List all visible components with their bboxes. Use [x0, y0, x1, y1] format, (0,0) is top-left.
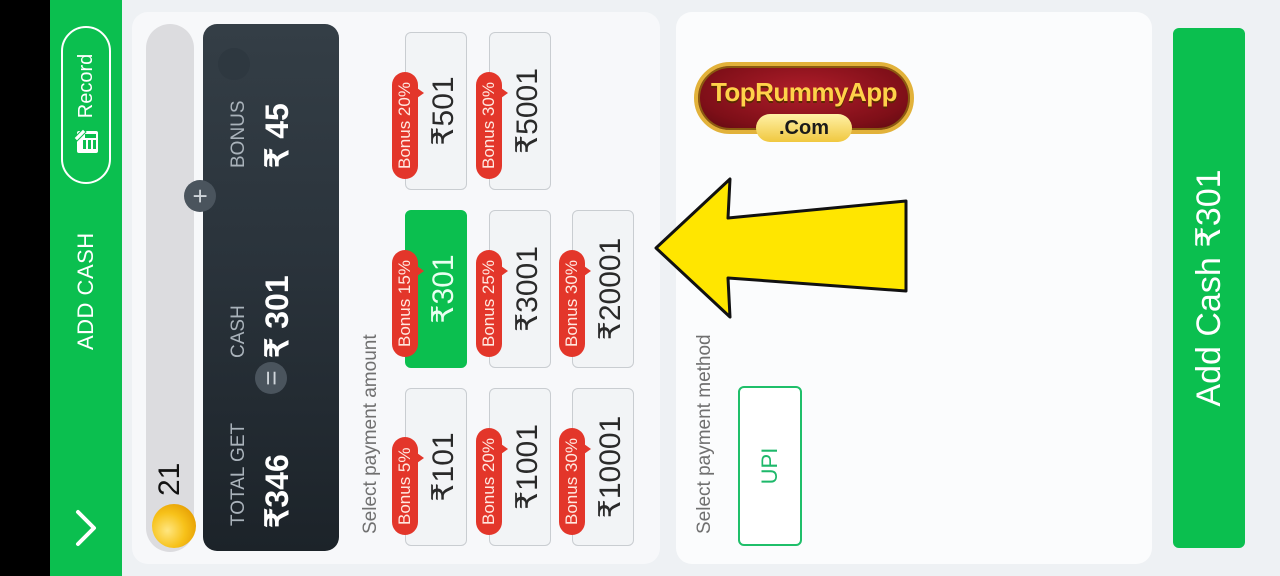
amount-value: ₹5001 [511, 68, 544, 154]
amount-option-501[interactable]: Bonus 20% ₹501 [392, 32, 467, 190]
coin-balance: 21 [153, 462, 186, 496]
bonus-badge: Bonus 5% [392, 437, 418, 535]
bonus-badge: Bonus 20% [476, 428, 502, 535]
select-amount-label: Select payment amount [360, 334, 381, 534]
bonus-badge: Bonus 15% [392, 250, 418, 357]
amount-value: ₹3001 [511, 246, 544, 332]
header-bar: ADD CASH Record [50, 0, 122, 576]
coin-icon [152, 504, 196, 548]
bonus-badge: Bonus 30% [559, 428, 585, 535]
upi-method-button[interactable]: UPI [738, 386, 802, 546]
bonus-badge: Bonus 25% [476, 250, 502, 357]
brand-logo: TopRummyApp .Com [694, 62, 914, 146]
plus-icon: + [184, 180, 216, 212]
amount-option-301[interactable]: Bonus 15% ₹301 [392, 210, 467, 368]
amount-value: ₹101 [427, 432, 460, 502]
logo-text: TopRummyApp [710, 77, 898, 107]
back-button[interactable] [50, 498, 122, 558]
amount-value: ₹301 [427, 254, 460, 324]
chevron-down-icon [76, 510, 96, 546]
bonus-badge: Bonus 30% [559, 250, 585, 357]
bonus-badge: Bonus 20% [392, 72, 418, 179]
amount-value: ₹10001 [594, 415, 627, 519]
record-label: Record [74, 53, 97, 119]
bonus-value: ₹ 45 [259, 103, 295, 168]
amount-value: ₹1001 [511, 424, 544, 510]
amount-option-20001[interactable]: Bonus 30% ₹20001 [559, 210, 634, 368]
info-icon [218, 48, 250, 80]
amount-option-101[interactable]: Bonus 5% ₹101 [392, 388, 467, 546]
amount-value: ₹20001 [594, 237, 627, 341]
amount-value: ₹501 [427, 76, 460, 146]
add-cash-button[interactable]: Add Cash ₹301 [1173, 28, 1245, 548]
amount-option-10001[interactable]: Bonus 30% ₹10001 [559, 388, 634, 546]
total-get-label: TOTAL GET [228, 422, 249, 526]
logo-subtext: .Com [756, 114, 852, 142]
cash-label: CASH [228, 305, 249, 358]
bonus-badge: Bonus 30% [476, 72, 502, 179]
amount-option-3001[interactable]: Bonus 25% ₹3001 [476, 210, 551, 368]
total-get-value: ₹346 [259, 454, 295, 528]
record-icon [73, 128, 98, 154]
bonus-label: BONUS [228, 100, 249, 168]
record-button[interactable]: Record [61, 26, 111, 184]
select-method-label: Select payment method [694, 334, 715, 534]
cash-value: ₹ 301 [259, 275, 295, 358]
amount-option-5001[interactable]: Bonus 30% ₹5001 [476, 32, 551, 190]
upi-label: UPI [757, 447, 782, 485]
equals-icon: = [255, 362, 287, 394]
amount-option-1001[interactable]: Bonus 20% ₹1001 [476, 388, 551, 546]
